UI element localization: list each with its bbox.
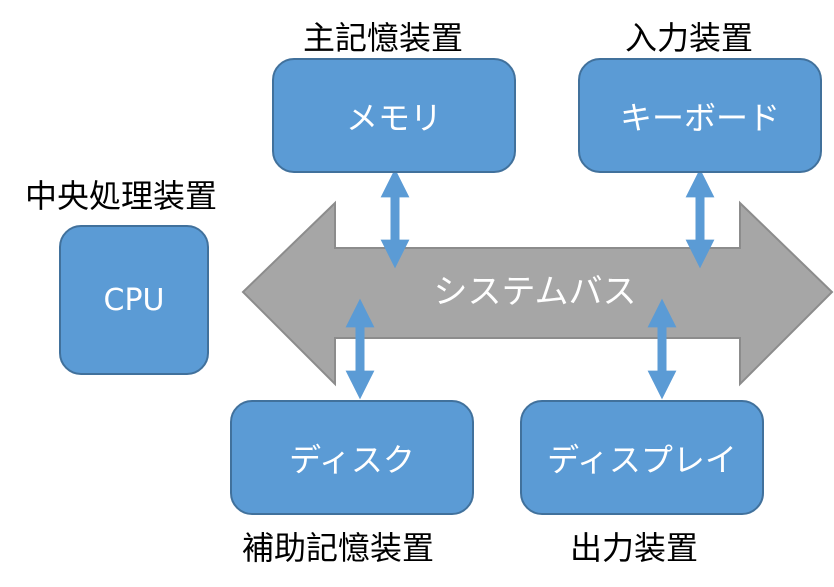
memory-box-label: メモリ: [345, 98, 442, 137]
cpu-box: CPU: [59, 225, 209, 375]
keyboard-box: キーボード: [578, 58, 822, 173]
keyboard-box-label: キーボード: [619, 98, 780, 137]
display-box: ディスプレイ: [520, 400, 764, 515]
memory-box: メモリ: [272, 58, 516, 173]
output-device-label: 出力装置: [570, 529, 699, 567]
disk-box: ディスク: [230, 400, 474, 515]
cpu-category-label: 中央処理装置: [25, 177, 218, 215]
disk-box-label: ディスク: [289, 440, 415, 479]
input-device-label: 入力装置: [625, 19, 754, 57]
system-bus-label: システムバス: [433, 272, 637, 312]
display-box-label: ディスプレイ: [547, 440, 737, 479]
auxiliary-storage-label: 補助記憶装置: [242, 529, 435, 567]
main-memory-label: 主記憶装置: [303, 19, 464, 57]
cpu-box-label: CPU: [103, 282, 165, 318]
